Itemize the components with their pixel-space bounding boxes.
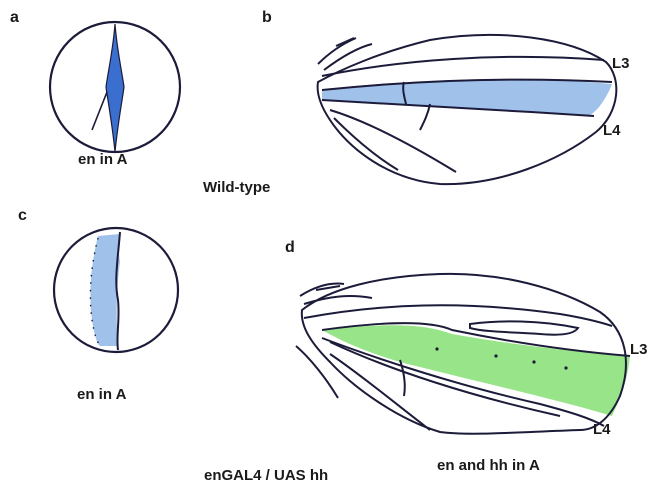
panel-b-wing bbox=[318, 35, 617, 184]
panel-c-disc bbox=[54, 228, 178, 352]
panel-b-vein-l4-label: L4 bbox=[603, 123, 621, 138]
panel-c-letter: c bbox=[18, 208, 27, 224]
panel-d-caption: en and hh in A bbox=[437, 458, 540, 473]
panel-d-letter: d bbox=[285, 240, 295, 256]
panel-c-caption: en in A bbox=[77, 387, 126, 402]
panel-d-en-hh-region bbox=[322, 325, 630, 416]
panel-d-wing bbox=[296, 274, 630, 434]
row-label-engal4-uas-hh: enGAL4 / UAS hh bbox=[204, 468, 328, 483]
panel-c-en-region bbox=[90, 234, 120, 346]
panel-a-letter: a bbox=[10, 10, 19, 26]
panel-d-vein-l4-label: L4 bbox=[593, 422, 611, 437]
panel-a-caption: en in A bbox=[78, 152, 127, 167]
panel-b-letter: b bbox=[262, 10, 272, 26]
row-label-wild-type: Wild-type bbox=[203, 180, 270, 195]
panel-d-vein-l3-label: L3 bbox=[630, 342, 648, 357]
panel-b-en-region bbox=[322, 79, 612, 115]
panel-b-vein-l3-label: L3 bbox=[612, 56, 630, 71]
panel-a-disc bbox=[50, 22, 180, 152]
